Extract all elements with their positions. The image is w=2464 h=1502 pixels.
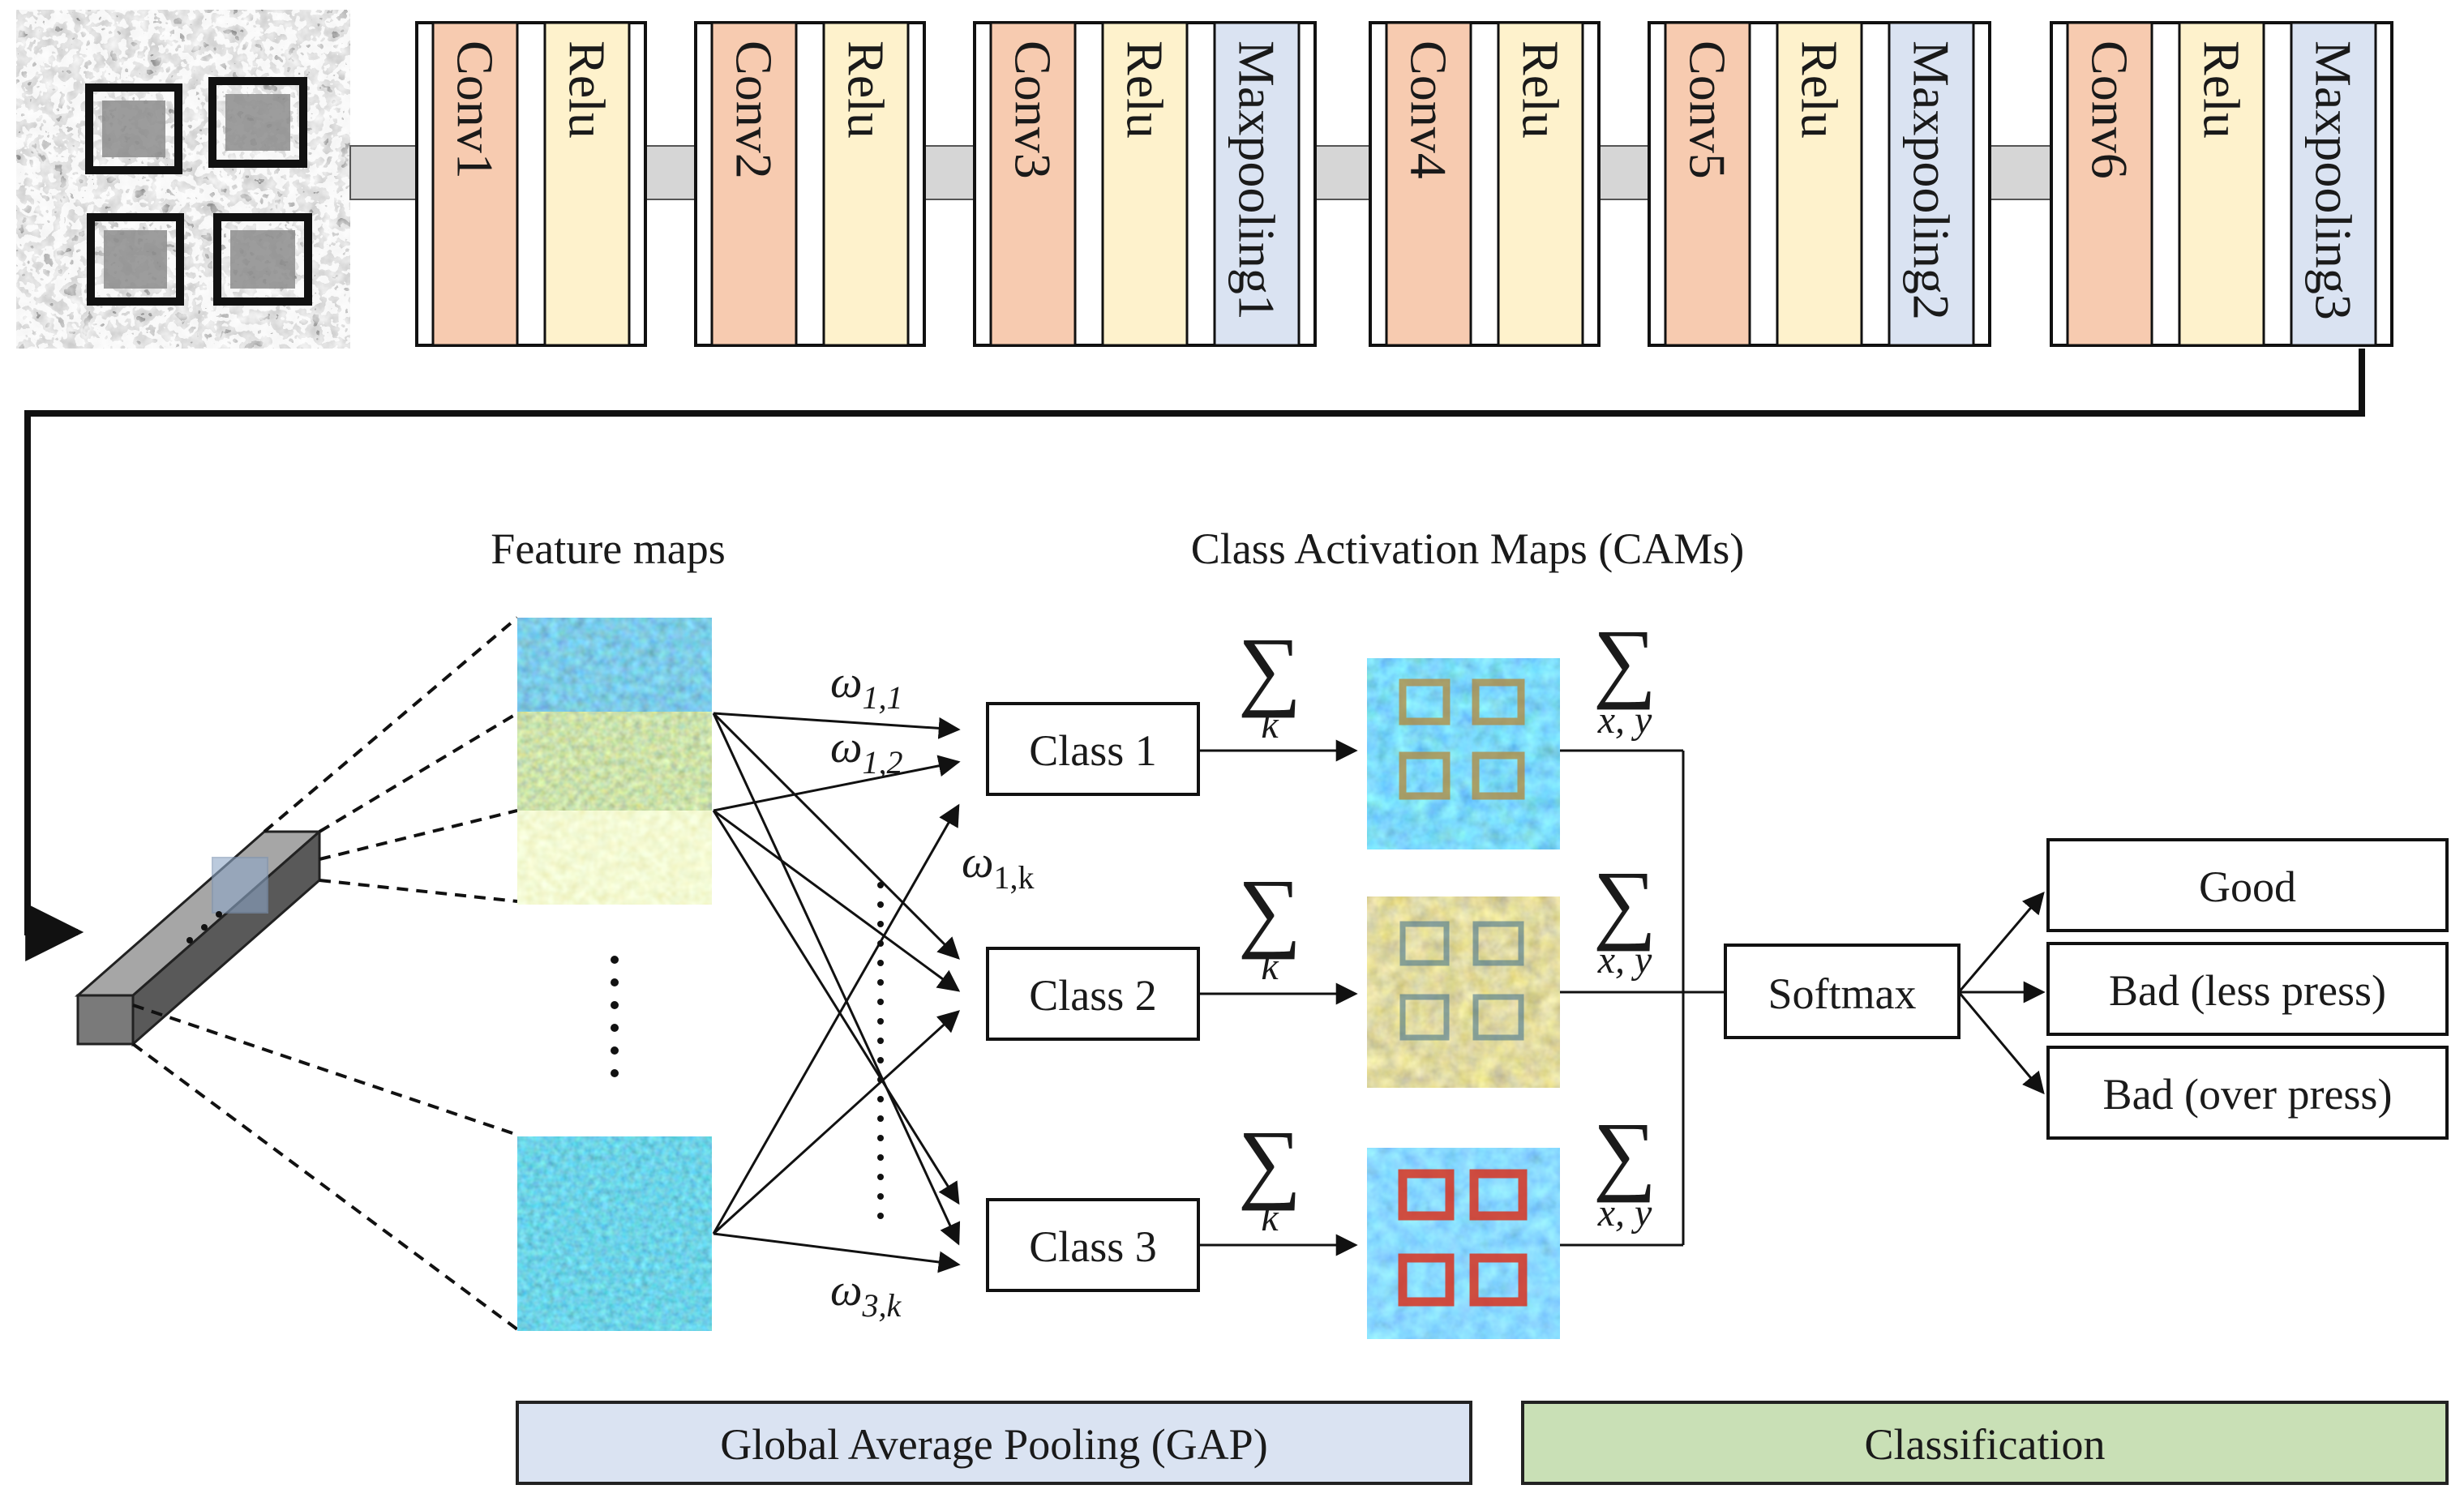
input-image [16,10,350,349]
svg-text:Global Average Pooling (GAP): Global Average Pooling (GAP) [720,1420,1267,1469]
layer-label: Relu [1512,41,1570,139]
layer-label: Conv3 [1005,41,1062,179]
pipeline-connector [1598,145,1650,200]
feature-map-3 [515,808,714,907]
feature-map-k [515,1134,714,1333]
layer-label: Relu [838,41,895,139]
layer-label: Conv4 [1400,41,1458,179]
sum-k-2: ∑ k [1238,861,1301,988]
layer-label: Relu [1791,41,1849,139]
layer-label: Conv5 [1679,41,1737,179]
pipeline-connector [923,145,975,200]
layer-label: Relu [1116,41,1174,139]
layer-relu-block [1101,21,1189,347]
layer-conv1-block [431,21,519,347]
projection-lines [131,616,519,1331]
softmax-output-arrows [1957,891,2046,1095]
svg-text:Class 3: Class 3 [1029,1222,1157,1271]
class-box-1: Class 1 [986,702,1200,796]
svg-text:x, y: x, y [1597,939,1652,982]
svg-text:Bad (less press): Bad (less press) [2109,966,2386,1015]
svg-text:Good: Good [2199,862,2296,911]
weight-label-w11: ω1,1 [830,657,903,716]
pipeline-connector [1314,145,1371,200]
cams-title: Class Activation Maps (CAMs) [1191,524,1745,573]
layer-maxpooling1-block [1213,21,1301,347]
feature-volume [75,828,323,1047]
svg-text:k: k [1261,1196,1279,1239]
svg-text:Class 1: Class 1 [1029,726,1157,775]
weight-label-w12: ω1,2 [830,722,903,781]
svg-text:∑: ∑ [1593,1104,1656,1203]
class-to-cam-arrows [1198,739,1358,1256]
layer-label: Conv1 [447,41,504,179]
cam-to-softmax-lines [1560,749,1725,1247]
output-bad-less-press: Bad (less press) [2046,942,2449,1036]
output-good: Good [2046,838,2449,932]
layer-label: Conv6 [2081,41,2139,179]
layer-relu-block [822,21,910,347]
layer-relu-block [2178,21,2265,347]
cam-image-2 [1365,894,1562,1090]
cnn-pipeline: Conv1 Relu Conv2 Relu Conv3 Relu Maxpooling1 Co… [349,21,2393,347]
layer-conv6-block [2066,21,2153,347]
feature-maps-title: Feature maps [491,524,725,573]
feature-map-2 [515,709,714,813]
svg-text:∑: ∑ [1238,861,1301,960]
pipeline-connector [1989,145,2052,200]
layer-label: Conv2 [726,41,783,179]
svg-text:Softmax: Softmax [1768,969,1917,1018]
output-bad-over-press: Bad (over press) [2046,1046,2449,1140]
weight-label-w3k: ω3,k [830,1265,902,1324]
feature-maps [515,615,714,1333]
svg-text:∑: ∑ [1593,611,1656,710]
gap-band: Global Average Pooling (GAP) [516,1401,1472,1485]
weight-connections [712,712,961,1273]
svg-text:k: k [1261,704,1279,747]
svg-text:∑: ∑ [1593,853,1656,952]
pipeline-connector [349,145,418,200]
svg-text:∑: ∑ [1238,1112,1301,1211]
layer-label: Maxpooling2 [1903,41,1960,320]
pipeline-return-connector [24,349,2365,961]
class-box-2: Class 2 [986,947,1200,1041]
sum-k-1: ∑ k [1238,619,1301,747]
layer-maxpooling2-block [1888,21,1975,347]
svg-text:x, y: x, y [1597,699,1652,742]
layer-label: Maxpooling3 [2305,41,2363,320]
sum-k-3: ∑ k [1238,1112,1301,1239]
layer-relu-block [1497,21,1584,347]
layer-conv2-block [710,21,798,347]
cam-image-1 [1365,656,1562,852]
layer-conv3-block [989,21,1077,347]
svg-text:Bad (over press): Bad (over press) [2103,1070,2393,1119]
layer-relu-block [543,21,631,347]
svg-text:Classification: Classification [1865,1420,2106,1469]
layer-label: Relu [2193,41,2251,139]
weight-label-w1k: ω1,k [962,837,1035,896]
svg-text:Class 2: Class 2 [1029,971,1157,1020]
svg-text:x, y: x, y [1597,1192,1652,1235]
svg-text:∑: ∑ [1238,619,1301,718]
classification-band: Classification [1521,1401,2449,1485]
sum-xy-2: ∑ x, y [1593,853,1656,982]
layer-maxpooling3-block [2290,21,2377,347]
layer-label: Relu [559,41,616,139]
layer-conv5-block [1664,21,1751,347]
layer-label: Maxpooling1 [1228,41,1286,320]
class-box-3: Class 3 [986,1198,1200,1292]
svg-text:k: k [1261,945,1279,988]
layer-conv4-block [1385,21,1472,347]
cam-image-3 [1365,1145,1562,1342]
feature-map-1 [515,615,714,714]
softmax-box: Softmax [1724,944,1960,1039]
layer-relu-block [1776,21,1863,347]
sum-xy-3: ∑ x, y [1593,1104,1656,1235]
pipeline-connector [645,145,696,200]
sum-xy-1: ∑ x, y [1593,611,1656,742]
weight-ellipsis [877,882,884,1219]
